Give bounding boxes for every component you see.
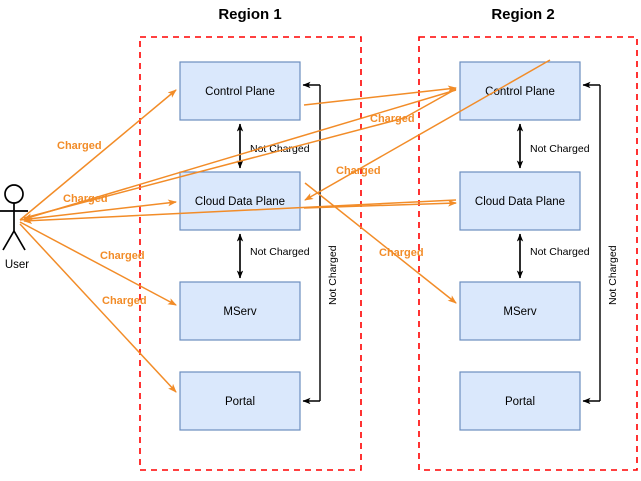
edge-user-to-r1-mserv <box>19 221 177 306</box>
r1-portal-box[interactable] <box>179 371 301 431</box>
charged-label-4: Charged <box>102 295 147 307</box>
user-head-icon <box>4 184 24 204</box>
r2-cdp-mserv-label: Not Charged <box>530 246 590 258</box>
charged-label-2: Charged <box>63 193 108 205</box>
edge-r1-control-plane-to-r2-control-plane <box>303 85 457 106</box>
user-right-leg-icon <box>13 230 26 251</box>
edge-user-to-r1-cloud-data-plane <box>19 199 177 221</box>
edge-r2-cloud-data-plane-to-user <box>23 199 457 225</box>
region-1-title: Region 1 <box>218 6 281 23</box>
charged-label-7: Charged <box>379 247 424 259</box>
charged-label-5: Charged <box>370 113 415 125</box>
r1-mserv-box[interactable] <box>179 281 301 341</box>
edge-r2-control-plane-to-user <box>23 89 457 220</box>
r1-cloud-data-plane-box[interactable] <box>179 171 301 231</box>
r2-mserv-label: MServ <box>503 306 536 318</box>
region-1-boundary <box>139 36 362 471</box>
r2-control-plane-box[interactable] <box>459 61 581 121</box>
r1-mserv-label: MServ <box>223 306 256 318</box>
r1-control-plane-box[interactable] <box>179 61 301 121</box>
r1-control-plane-label: Control Plane <box>205 86 275 98</box>
edge-crossing-to-r1-cloud-data-plane <box>304 59 551 201</box>
r1-cdp-mserv-label: Not Charged <box>250 246 310 258</box>
charged-label-6: Charged <box>336 165 381 177</box>
r2-control-plane-label: Control Plane <box>485 86 555 98</box>
edge-user-to-r1-portal <box>19 223 177 393</box>
charged-label-1: Charged <box>57 140 102 152</box>
region-2-boundary <box>418 36 638 471</box>
r1-cloud-data-plane-label: Cloud Data Plane <box>195 196 285 208</box>
edge-r1-cloud-data-plane-to-r2-cloud-data-plane <box>303 199 457 209</box>
r2-cloud-data-plane-label: Cloud Data Plane <box>475 196 565 208</box>
r2-bus-label-not-charged: Not Charged <box>607 245 619 305</box>
edge-user-to-r1-control-plane <box>19 89 177 221</box>
r1-portal-label: Portal <box>225 396 255 408</box>
charged-label-3: Charged <box>100 250 145 262</box>
edge-user-to-r2-mserv <box>304 182 457 304</box>
r2-portal-label: Portal <box>505 396 535 408</box>
r2-cloud-data-plane-box[interactable] <box>459 171 581 231</box>
r1-bus-label-not-charged: Not Charged <box>327 245 339 305</box>
r2-portal-box[interactable] <box>459 371 581 431</box>
edge-user-long-right-segment <box>23 117 405 219</box>
region-2-title: Region 2 <box>491 6 554 23</box>
r2-mserv-box[interactable] <box>459 281 581 341</box>
r2-cp-cdp-label: Not Charged <box>530 143 590 155</box>
edge-user-long-right-tip <box>403 88 457 119</box>
user-actor-label: User <box>5 259 29 271</box>
user-left-leg-icon <box>2 230 15 251</box>
